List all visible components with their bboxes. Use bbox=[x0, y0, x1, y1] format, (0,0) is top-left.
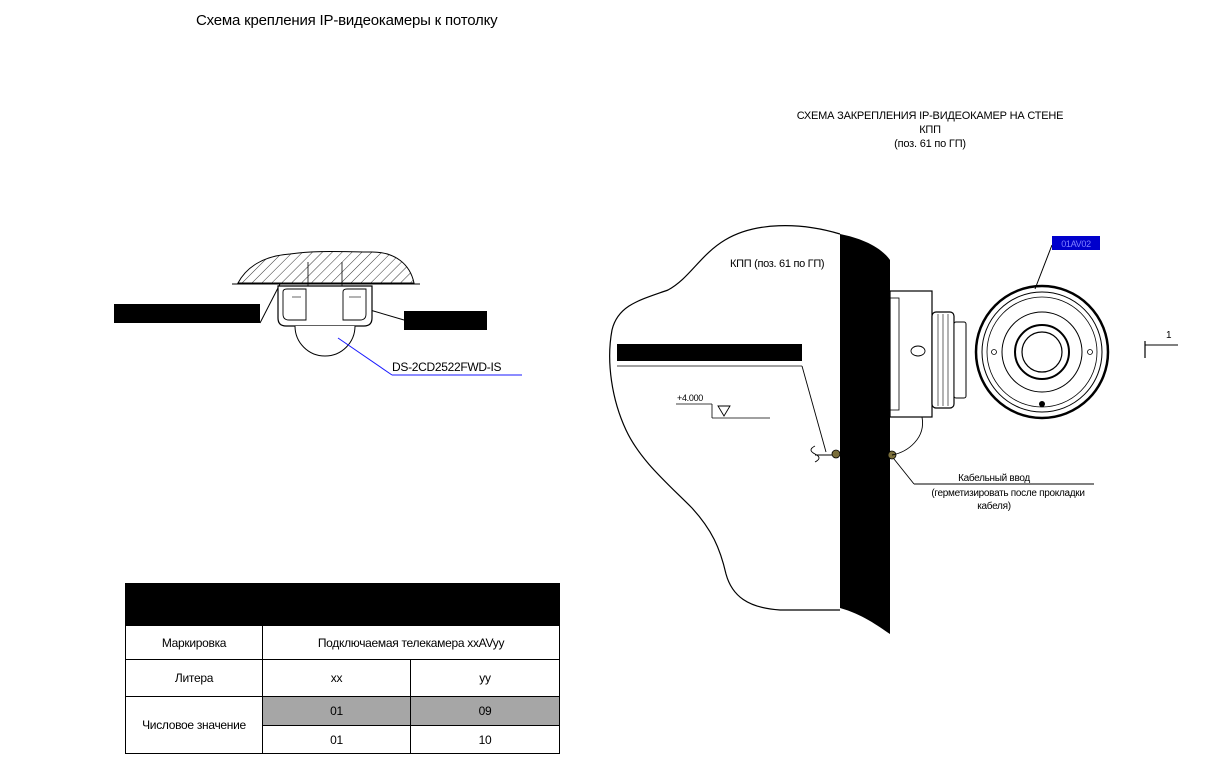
table-row: Числовое значение 01 09 bbox=[125, 696, 561, 754]
cell-yy: yy bbox=[409, 659, 561, 697]
camera-tag-leader bbox=[1034, 244, 1053, 290]
room-label: КПП (поз. 61 по ГП) bbox=[730, 258, 824, 270]
table-header-band bbox=[124, 583, 561, 626]
cell-value: 01 bbox=[262, 696, 411, 726]
cable-line bbox=[801, 365, 827, 453]
cable-entry-title: Кабельный ввод bbox=[958, 472, 1030, 484]
camera-lens bbox=[1021, 331, 1063, 373]
table-row: 01 10 bbox=[126, 725, 561, 754]
cable-entry-leader bbox=[893, 458, 915, 485]
break-line-icon bbox=[810, 445, 820, 463]
cable-entry-note-line2: кабеля) bbox=[977, 500, 1010, 512]
cable-gland-inner bbox=[831, 449, 841, 459]
camera-head bbox=[974, 284, 1110, 420]
ceiling-slab bbox=[237, 251, 415, 284]
black-bar-wall bbox=[617, 344, 802, 361]
camera-tag-box bbox=[1052, 236, 1100, 250]
cell-value: 09 bbox=[409, 696, 561, 726]
mount-knockout bbox=[910, 345, 926, 357]
elevation-marker-icon bbox=[717, 405, 731, 417]
table-row: Литера xx yy bbox=[125, 659, 561, 697]
cell-litera: Литера bbox=[125, 659, 263, 697]
cell-number-label: Числовое значение bbox=[125, 696, 263, 754]
dome-camera-cover bbox=[294, 325, 356, 357]
wall-mount-view: КПП (поз. 61 по ГП) +4.000 bbox=[609, 225, 1178, 634]
ceiling-mount-view: DS-2CD2522FWD-IS bbox=[114, 251, 522, 376]
black-bar-right bbox=[404, 311, 487, 330]
camera-model-label: DS-2CD2522FWD-IS bbox=[392, 360, 502, 374]
cell-value: 10 bbox=[409, 725, 561, 754]
wall-scheme-title: СХЕМА ЗАКРЕПЛЕНИЯ IP-ВИДЕОКАМЕР НА СТЕНЕ… bbox=[790, 109, 1070, 151]
cell-xx: xx bbox=[262, 659, 411, 697]
camera-model-leader bbox=[337, 337, 393, 376]
wall-section bbox=[840, 234, 890, 634]
section-mark-number: 1 bbox=[1166, 330, 1172, 341]
table-row: Маркировка Подключаемая телекамера xxAVy… bbox=[125, 625, 561, 660]
cell-marking-header: Маркировка bbox=[125, 625, 263, 660]
camera-tag-label: 01AV02 bbox=[1061, 239, 1091, 249]
building-section-outline bbox=[609, 225, 841, 611]
cell-value: 01 bbox=[262, 725, 411, 754]
dome-camera-base bbox=[277, 285, 373, 327]
elevation-label: +4.000 bbox=[677, 393, 703, 403]
wall-title-line2: КПП bbox=[919, 124, 941, 136]
camera-mount-box bbox=[889, 290, 933, 418]
cable-entry-note-line1: (герметизировать после прокладки bbox=[931, 488, 1084, 499]
wall-title-line3: (поз. 61 по ГП) bbox=[894, 138, 966, 150]
camera-cable bbox=[891, 416, 923, 456]
ceiling-scheme-title: Схема крепления IP-видеокамеры к потолку bbox=[196, 12, 498, 29]
camera-marking-table: Маркировка Подключаемая телекамера xxAVy… bbox=[124, 583, 561, 754]
wall-title-line1: СХЕМА ЗАКРЕПЛЕНИЯ IP-ВИДЕОКАМЕР НА СТЕНЕ bbox=[796, 110, 1064, 122]
black-bar-left bbox=[114, 304, 260, 323]
cell-camera-header: Подключаемая телекамера xxAVyy bbox=[261, 625, 561, 660]
